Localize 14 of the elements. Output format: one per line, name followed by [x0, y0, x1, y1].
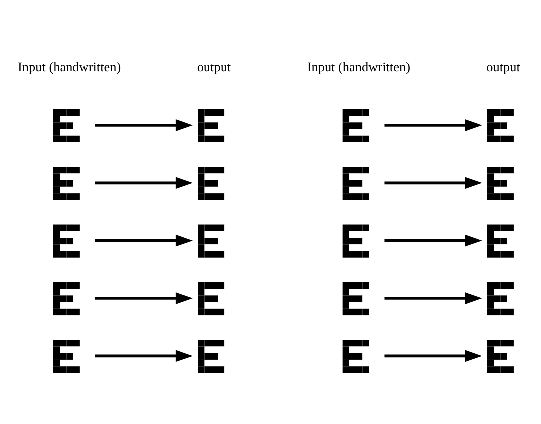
arrow [384, 292, 482, 304]
label: output [486, 59, 520, 74]
label: Input (handwritten) [307, 59, 410, 74]
arrow [95, 350, 193, 362]
arrow [384, 120, 482, 132]
arrow [95, 177, 193, 190]
arrow [95, 234, 193, 247]
label: output [197, 59, 232, 74]
arrow [95, 120, 193, 132]
arrow [384, 350, 482, 362]
arrow [384, 234, 482, 247]
label: Input (handwritten) [18, 59, 122, 74]
arrow [95, 292, 193, 304]
arrow [384, 177, 482, 190]
